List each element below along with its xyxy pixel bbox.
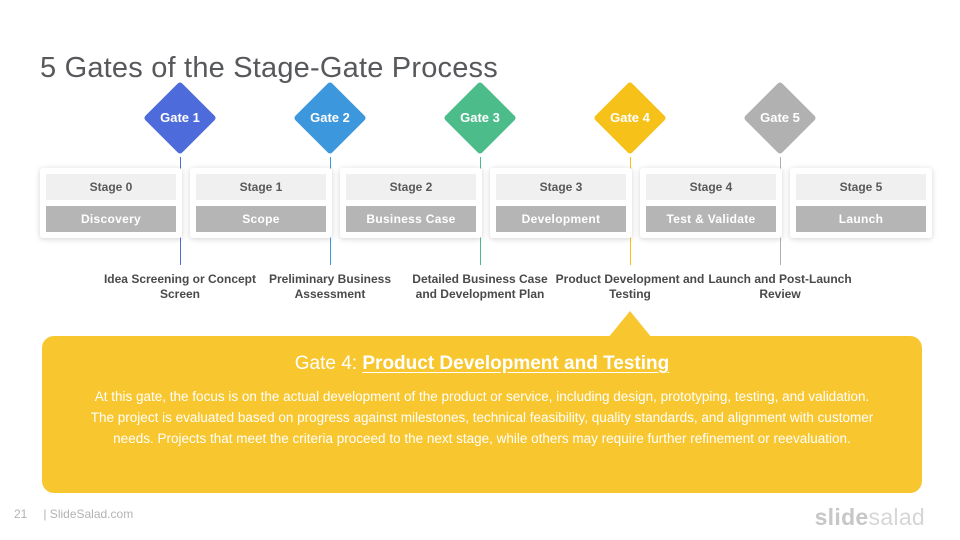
- gate-1-label: Gate 1: [160, 110, 200, 125]
- footer-site-label: | SlideSalad.com: [43, 507, 134, 521]
- slidesalad-logo: slidesalad: [815, 504, 925, 531]
- stage-3-number: Stage 3: [496, 174, 626, 200]
- stage-card-3: Stage 3 Development: [490, 168, 632, 238]
- gate-3-label: Gate 3: [460, 110, 500, 125]
- gate-1-description: Idea Screening or Concept Screen: [103, 272, 257, 301]
- gate-2-description: Preliminary Business Assessment: [268, 272, 392, 301]
- stage-card-2: Stage 2 Business Case: [340, 168, 482, 238]
- stage-4-name: Test & Validate: [646, 206, 776, 232]
- stage-card-1: Stage 1 Scope: [190, 168, 332, 238]
- gate-3-description: Detailed Business Case and Development P…: [412, 272, 548, 301]
- callout-body: At this gate, the focus is on the actual…: [90, 389, 874, 446]
- stage-4-number: Stage 4: [646, 174, 776, 200]
- stage-0-number: Stage 0: [46, 174, 176, 200]
- gate-5-label: Gate 5: [760, 110, 800, 125]
- gate-detail-callout: Gate 4: Product Development and Testing …: [42, 336, 922, 493]
- stage-2-name: Business Case: [346, 206, 476, 232]
- stage-3-name: Development: [496, 206, 626, 232]
- stage-card-4: Stage 4 Test & Validate: [640, 168, 782, 238]
- gate-5-description: Launch and Post-Launch Review: [708, 272, 852, 301]
- page-number: 21: [14, 507, 28, 521]
- stage-5-number: Stage 5: [796, 174, 926, 200]
- stage-5-name: Launch: [796, 206, 926, 232]
- callout-pointer-triangle: [608, 311, 652, 338]
- callout-title: Gate 4: Product Development and Testing: [84, 353, 880, 375]
- gate-2-label: Gate 2: [310, 110, 350, 125]
- callout-title-prefix: Gate 4:: [294, 353, 363, 374]
- stage-1-name: Scope: [196, 206, 326, 232]
- logo-text-light: salad: [868, 504, 925, 530]
- stage-2-number: Stage 2: [346, 174, 476, 200]
- stage-card-0: Stage 0 Discovery: [40, 168, 182, 238]
- footer: 21 | SlideSalad.com: [14, 507, 133, 521]
- stage-card-5: Stage 5 Launch: [790, 168, 932, 238]
- callout-title-main: Product Development and Testing: [362, 353, 670, 374]
- gate-4-description: Product Development and Testing: [555, 272, 705, 301]
- page-title: 5 Gates of the Stage-Gate Process: [40, 52, 498, 85]
- logo-text-bold: slide: [814, 504, 869, 530]
- gate-4-label: Gate 4: [610, 110, 650, 125]
- stage-0-name: Discovery: [46, 206, 176, 232]
- stage-1-number: Stage 1: [196, 174, 326, 200]
